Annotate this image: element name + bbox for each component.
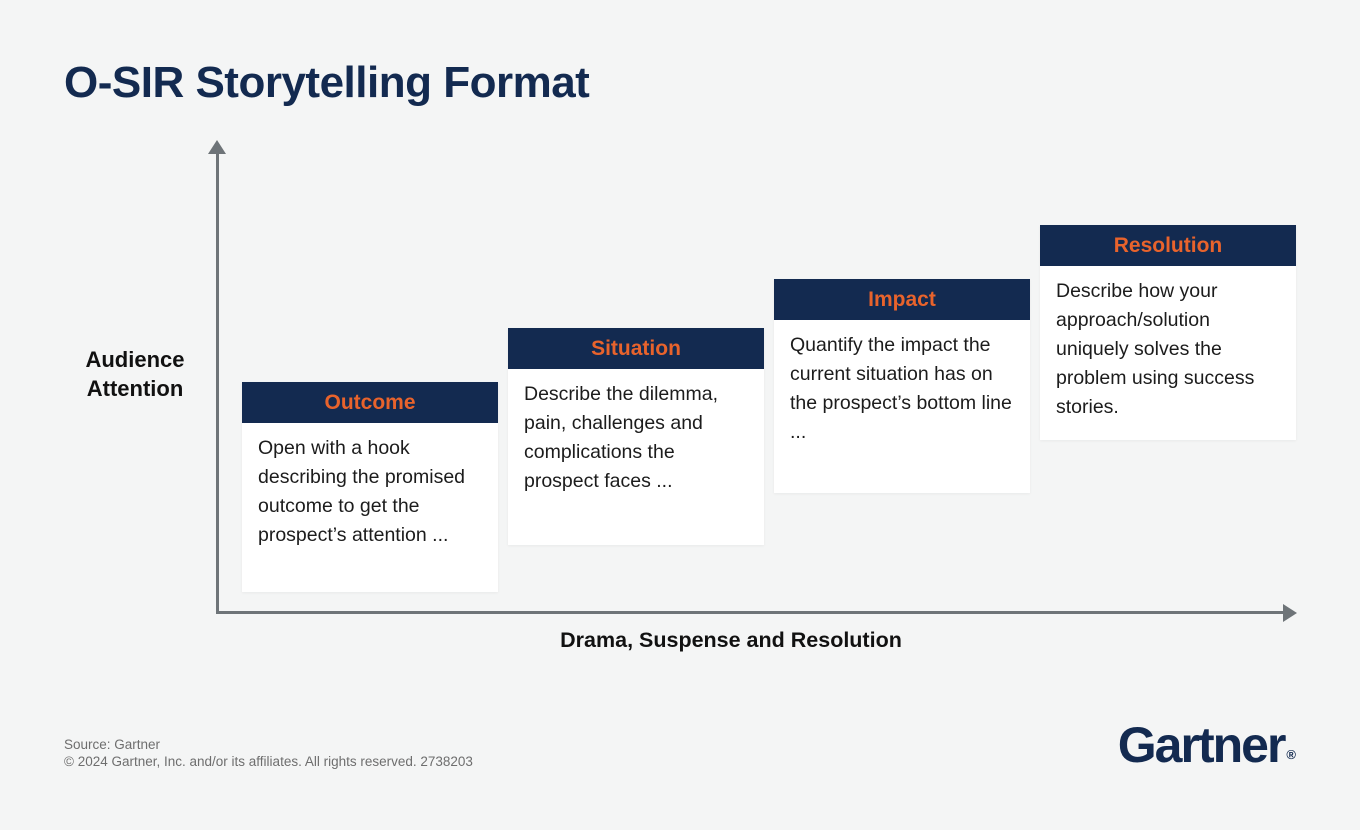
step-description-outcome: Open with a hook describing the promised… <box>242 423 498 592</box>
up-arrow-icon <box>208 140 226 154</box>
copyright-line: © 2024 Gartner, Inc. and/or its affiliat… <box>64 754 473 769</box>
step-header-situation: Situation <box>508 328 764 369</box>
step-description-situation: Describe the dilemma, pain, challenges a… <box>508 369 764 545</box>
y-axis-label-line-1: Audience <box>85 347 185 372</box>
registered-trademark-icon: ® <box>1286 747 1296 762</box>
footer-attribution: Source: Gartner © 2024 Gartner, Inc. and… <box>64 736 473 770</box>
source-line: Source: Gartner <box>64 737 161 752</box>
y-axis-label-line-2: Attention <box>86 376 184 401</box>
x-axis <box>216 611 1285 614</box>
step-box-resolution: Resolution Describe how your approach/so… <box>1040 225 1296 440</box>
step-header-outcome: Outcome <box>242 382 498 423</box>
step-header-resolution: Resolution <box>1040 225 1296 266</box>
step-description-impact: Quantify the impact the current situatio… <box>774 320 1030 493</box>
y-axis-label: Audience Attention <box>60 345 210 403</box>
step-box-outcome: Outcome Open with a hook describing the … <box>242 382 498 592</box>
y-axis <box>216 152 219 613</box>
step-box-impact: Impact Quantify the impact the current s… <box>774 279 1030 493</box>
step-description-resolution: Describe how your approach/solution uniq… <box>1040 266 1296 440</box>
x-axis-label: Drama, Suspense and Resolution <box>560 628 902 652</box>
gartner-logo-wordmark: Gartner <box>1117 717 1287 773</box>
right-arrow-icon <box>1283 603 1297 622</box>
gartner-logo: Gartner® <box>1118 720 1296 770</box>
step-header-impact: Impact <box>774 279 1030 320</box>
page-title: O-SIR Storytelling Format <box>64 58 590 107</box>
step-box-situation: Situation Describe the dilemma, pain, ch… <box>508 328 764 545</box>
